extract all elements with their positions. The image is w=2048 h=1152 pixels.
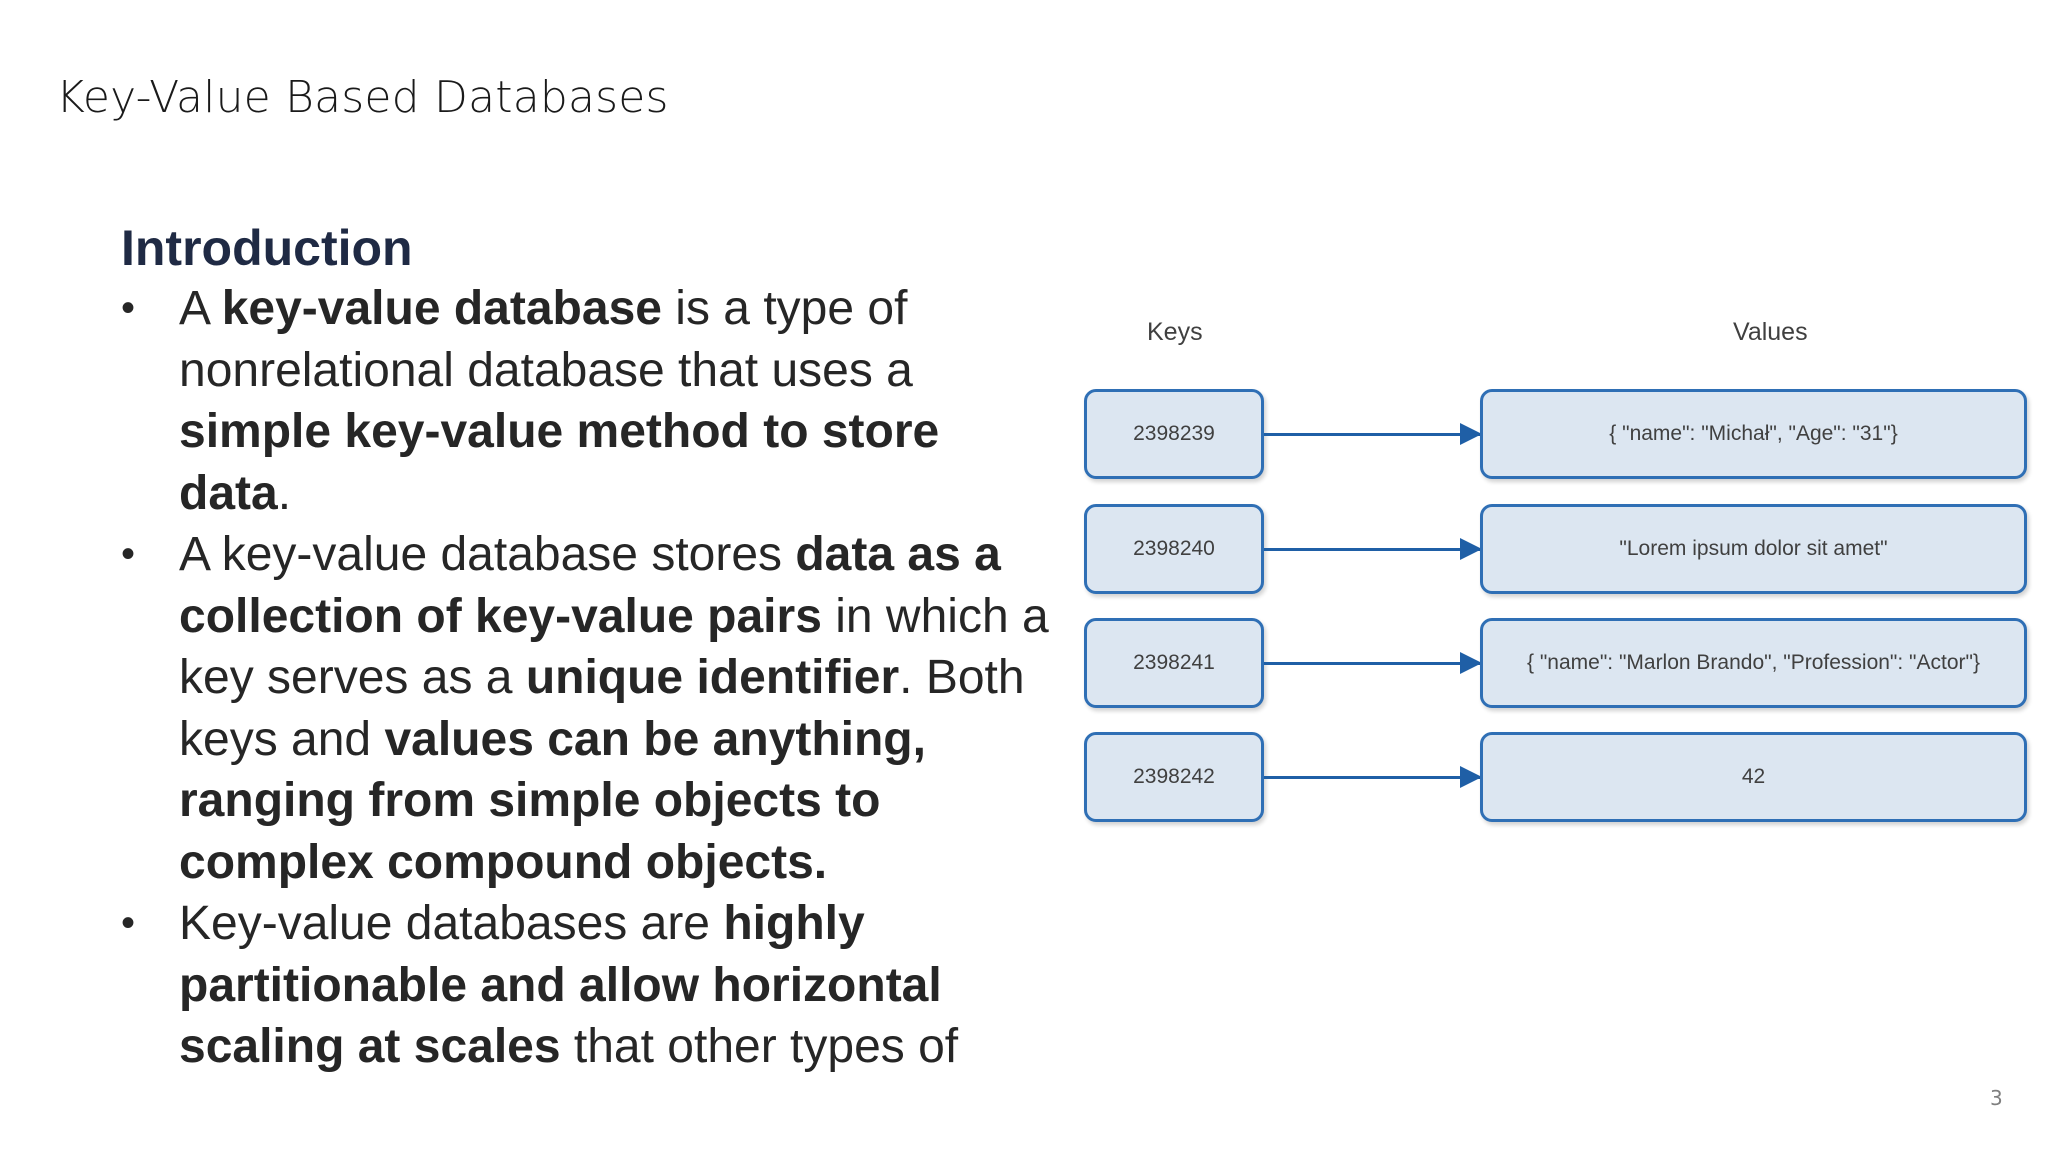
bullet-dot-icon: •: [121, 286, 136, 330]
value-box: { "name": "Marlon Brando", "Profession":…: [1480, 618, 2027, 708]
keys-header: Keys: [1147, 318, 1203, 346]
bullet-item: • A key-value database is a type of nonr…: [121, 278, 1051, 524]
bullet-segment: is a type of nonrelational database that…: [179, 282, 913, 397]
key-box: 2398239: [1084, 389, 1264, 479]
arrow-icon: [1264, 766, 1482, 788]
key-box: 2398241: [1084, 618, 1264, 708]
bullet-segment: in which a key serves as a: [179, 589, 1049, 705]
value-box: "Lorem ipsum dolor sit amet": [1480, 504, 2027, 594]
bullet-segment: .: [277, 466, 292, 520]
section-heading: Introduction: [121, 220, 413, 276]
slide-title: Key-Value Based Databases: [56, 72, 669, 123]
arrow-icon: [1264, 652, 1482, 674]
page-number: 3: [1990, 1086, 2003, 1110]
bullet-segment-bold: unique identifier: [525, 651, 900, 704]
bullet-segment: Key-value databases are: [179, 897, 724, 950]
key-box: 2398240: [1084, 504, 1264, 594]
bullet-segment-bold: highly partitionable and allow horizonta…: [179, 897, 942, 1073]
key-box: 2398242: [1084, 732, 1264, 822]
bullet-segment: A key-value database stores: [179, 528, 796, 581]
bullet-text: A key-value database stores data as a co…: [179, 528, 1049, 889]
bullet-item: • Key-value databases are highly partiti…: [121, 893, 1051, 1078]
values-header: Values: [1733, 318, 1808, 346]
bullet-segment: . Both keys and: [179, 651, 1025, 766]
bullet-segment-bold: values can be anything, ranging from sim…: [179, 712, 926, 889]
bullet-text: A key-value database is a type of nonrel…: [179, 282, 939, 520]
arrow-icon: [1264, 423, 1482, 445]
value-box: { "name": "Michał", "Age": "31"}: [1480, 389, 2027, 479]
bullet-item: • A key-value database stores data as a …: [121, 524, 1051, 893]
bullet-segment: that other types of: [560, 1020, 959, 1073]
bullet-text: Key-value databases are highly partition…: [179, 897, 958, 1073]
bullet-dot-icon: •: [121, 901, 136, 945]
bullet-list: • A key-value database is a type of nonr…: [121, 278, 1051, 1078]
bullet-segment-bold: key-value database: [221, 282, 662, 335]
bullet-segment-bold: data as a collection of key-value pairs: [179, 528, 1001, 643]
slide-body: Introduction • A key-value database is a…: [121, 216, 1051, 1078]
bullet-segment: A: [179, 282, 222, 335]
bullet-segment-bold: simple key-value method to store data: [179, 405, 940, 520]
value-box: 42: [1480, 732, 2027, 822]
bullet-dot-icon: •: [121, 532, 136, 576]
key-value-diagram: Keys Values 2398239 { "name": "Michał", …: [1080, 310, 2040, 830]
arrow-icon: [1264, 538, 1482, 560]
